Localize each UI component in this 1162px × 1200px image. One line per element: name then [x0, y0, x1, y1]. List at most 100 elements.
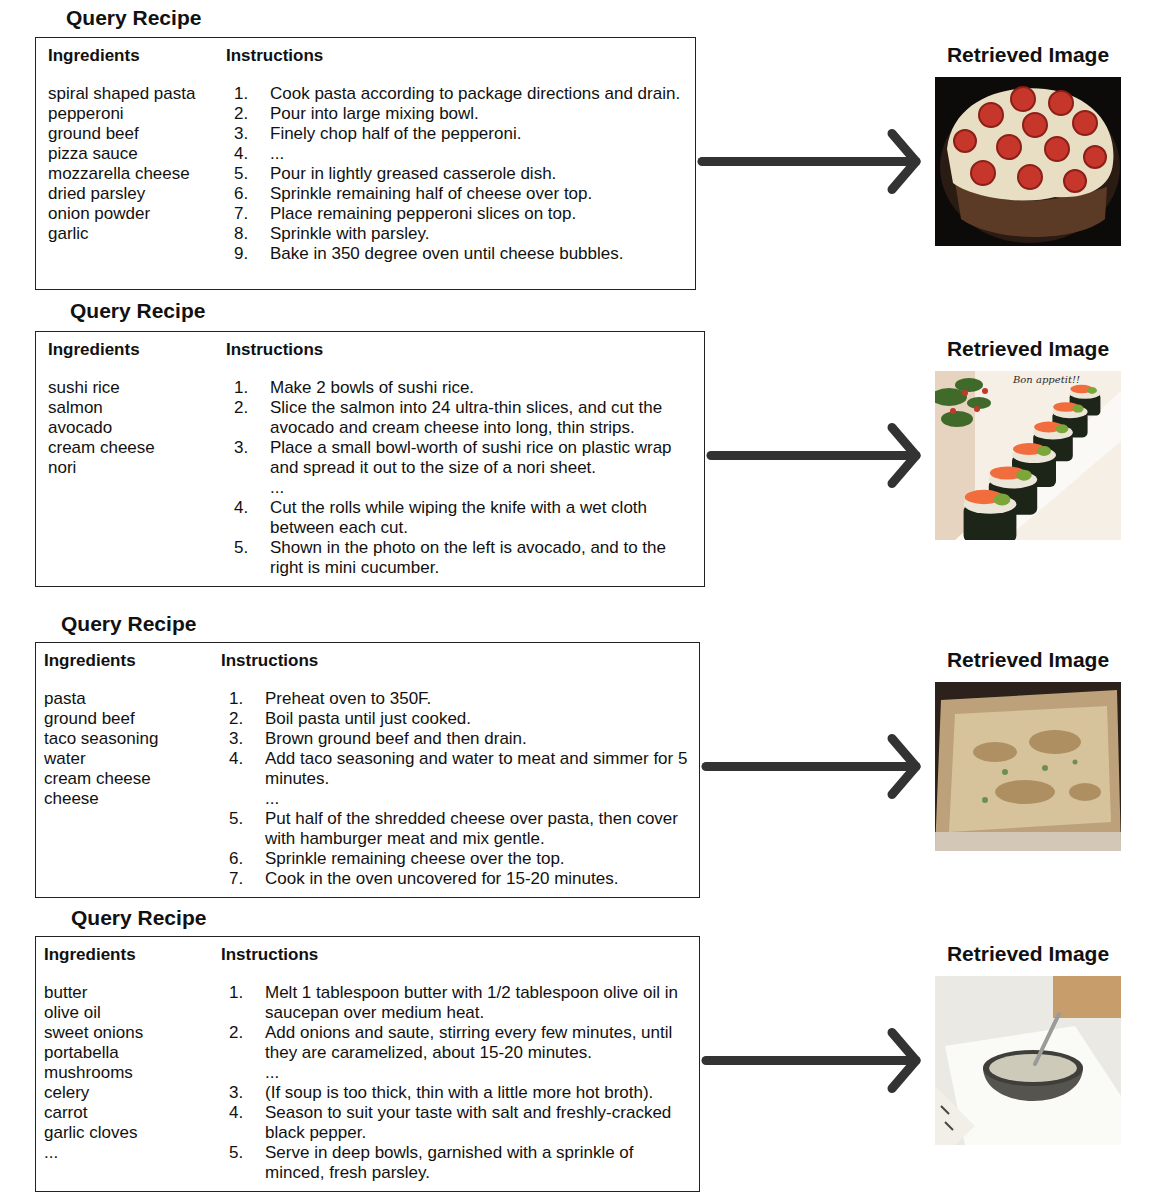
photo-detail — [955, 378, 983, 392]
instruction-step: Sprinkle with parsley. — [270, 224, 429, 244]
step-number: 3. — [229, 1083, 243, 1103]
column-heading: Instructions — [226, 340, 323, 360]
instruction-step: Put half of the shredded cheese over pas… — [265, 809, 693, 849]
instruction-step: Melt 1 tablespoon butter with 1/2 tables… — [265, 983, 693, 1023]
step-number: 1. — [229, 689, 243, 709]
step-number: 9. — [234, 244, 248, 264]
photo-detail — [997, 135, 1021, 159]
ingredient-item: celery — [44, 1083, 89, 1103]
photo-detail — [1023, 113, 1047, 137]
instruction-step: Sprinkle remaining half of cheese over t… — [270, 184, 592, 204]
column-heading: Instructions — [226, 46, 323, 66]
instruction-step: Finely chop half of the pepperoni. — [270, 124, 521, 144]
instruction-step: ... — [270, 478, 284, 498]
recipe-box: Query RecipeIngredientsInstructionsspira… — [35, 37, 696, 290]
panel-title: Query Recipe — [71, 906, 206, 930]
arrow-connector — [702, 134, 916, 190]
photo-detail — [971, 161, 995, 185]
ingredient-item: olive oil — [44, 1003, 101, 1023]
photo-detail — [1084, 146, 1106, 168]
step-number: 4. — [234, 498, 248, 518]
photo-detail — [964, 490, 1017, 540]
photo-detail — [941, 1106, 949, 1114]
step-number: 2. — [229, 1023, 243, 1043]
recipe-box: Query RecipeIngredientsInstructionssushi… — [35, 331, 705, 587]
recipe-box: Query RecipeIngredientsInstructionsbutte… — [35, 936, 700, 1192]
step-number: 2. — [229, 709, 243, 729]
instruction-step: Preheat oven to 350F. — [265, 689, 431, 709]
photo-detail — [950, 388, 988, 414]
instruction-step: Season to suit your taste with salt and … — [265, 1103, 693, 1143]
soup-photo — [935, 976, 1121, 1145]
instruction-step: Make 2 bowls of sushi rice. — [270, 378, 474, 398]
photo-detail — [973, 742, 1017, 762]
photo-detail — [1011, 87, 1035, 111]
ingredient-item: water — [44, 749, 86, 769]
instruction-step: Pour into large mixing bowl. — [270, 104, 479, 124]
photo-detail — [973, 730, 1101, 804]
photo-detail — [979, 103, 1003, 127]
photo-detail — [989, 1054, 1077, 1082]
image-panel: Retrieved Image — [920, 43, 1136, 246]
column-heading: Ingredients — [48, 340, 140, 360]
photo-detail — [962, 390, 968, 396]
panel-title: Query Recipe — [66, 6, 201, 30]
instruction-step: Cook pasta according to package directio… — [270, 84, 680, 104]
column-heading: Ingredients — [44, 945, 136, 965]
ingredient-item: garlic cloves — [44, 1123, 138, 1143]
photo-detail — [974, 406, 980, 412]
instruction-step: (If soup is too thick, thin with a littl… — [265, 1083, 653, 1103]
step-number: 2. — [234, 398, 248, 418]
arrow-shaft — [706, 762, 916, 771]
instruction-step: Boil pasta until just cooked. — [265, 709, 471, 729]
step-number: 5. — [229, 809, 243, 829]
photo-detail — [1002, 769, 1008, 775]
panel-title: Retrieved Image — [920, 942, 1136, 966]
ingredient-item: butter — [44, 983, 87, 1003]
photo-detail — [935, 378, 991, 427]
arrow-shaft — [706, 1056, 916, 1065]
instruction-step: Place a small bowl-worth of sushi rice o… — [270, 438, 698, 478]
photo-detail — [954, 87, 1106, 192]
photo-detail — [950, 408, 956, 414]
photo-detail — [941, 1106, 953, 1130]
arrow-head — [892, 1033, 916, 1089]
arrow-connector — [706, 1033, 916, 1089]
arrow-head — [892, 134, 916, 190]
photo-detail — [995, 780, 1055, 804]
photo-detail — [983, 1050, 1083, 1086]
panel-title: Query Recipe — [61, 612, 196, 636]
arrow-head — [892, 428, 916, 484]
column-heading: Instructions — [221, 945, 318, 965]
ingredient-item: ... — [44, 1143, 58, 1163]
ingredient-item: pasta — [44, 689, 86, 709]
photo-detail — [1045, 137, 1069, 161]
panel-title: Retrieved Image — [920, 648, 1136, 672]
ingredient-item: sushi rice — [48, 378, 120, 398]
step-number: 4. — [229, 749, 243, 769]
photo-detail — [1064, 170, 1086, 192]
instruction-step: ... — [270, 144, 284, 164]
photo-detail — [935, 832, 1121, 851]
ingredient-item: cream cheese — [44, 769, 151, 789]
ingredient-item: pepperoni — [48, 104, 124, 124]
step-number: 3. — [234, 124, 248, 144]
instruction-step: Cut the rolls while wiping the knife wit… — [270, 498, 698, 538]
image-panel: Retrieved Image — [920, 337, 1136, 540]
recipe-box: Query RecipeIngredientsInstructionspasta… — [35, 642, 700, 898]
step-number: 3. — [234, 438, 248, 458]
panel-title: Retrieved Image — [920, 337, 1136, 361]
step-number: 2. — [234, 104, 248, 124]
arrow-connector — [706, 739, 916, 795]
instruction-step: Shown in the photo on the left is avocad… — [270, 538, 698, 578]
ingredient-item: ground beef — [44, 709, 135, 729]
photo-detail — [1035, 1014, 1059, 1064]
step-number: 3. — [229, 729, 243, 749]
step-number: 1. — [234, 378, 248, 398]
step-number: 1. — [234, 84, 248, 104]
ingredient-item: carrot — [44, 1103, 87, 1123]
instruction-step: Slice the salmon into 24 ultra-thin slic… — [270, 398, 698, 438]
image-panel: Retrieved Image — [920, 648, 1136, 851]
panel-title: Retrieved Image — [920, 43, 1136, 67]
photo-detail — [935, 976, 1121, 1145]
